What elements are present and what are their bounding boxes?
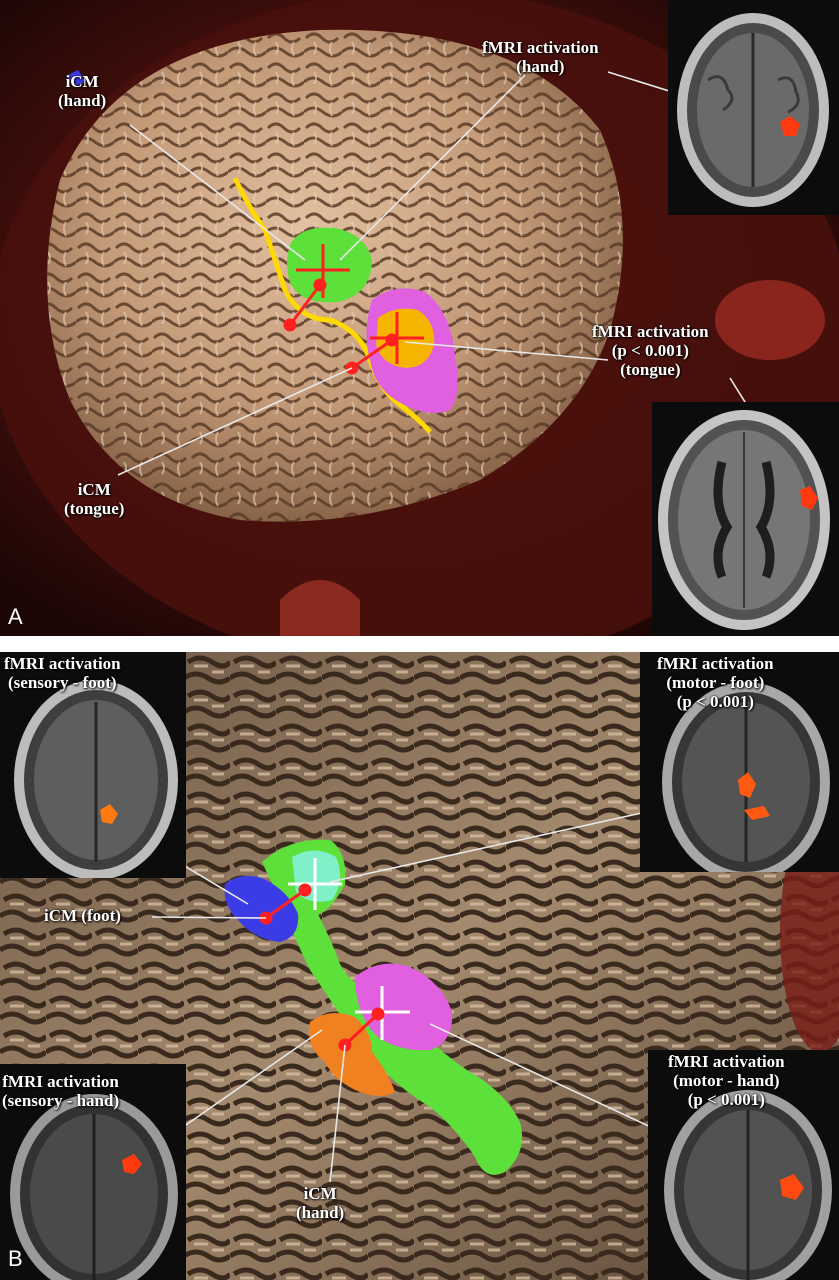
mri-inset-sensory-hand [0, 1064, 186, 1280]
label-icm-hand: iCM (hand) [58, 72, 107, 110]
label-icm-tongue: iCM (tongue) [64, 480, 125, 518]
hand-activation-region [287, 227, 372, 303]
label-fmri-sensory-hand: fMRI activation (sensory - hand) [2, 1072, 120, 1110]
panel-a: iCM (hand) fMRI activation (hand) fMRI a… [0, 0, 839, 636]
mri-inset-motor-hand [648, 1050, 839, 1280]
motor-hand-region [355, 963, 453, 1051]
mri-hand-activation [780, 116, 800, 136]
mri-motor-hand-activation [780, 1174, 804, 1200]
label-icm-foot: iCM (foot) [44, 906, 121, 925]
icm-tongue-marker [345, 333, 399, 375]
sensory-hand-region [309, 1013, 395, 1096]
mri-sensory-foot-activation [100, 804, 118, 824]
panel-b: fMRI activation (sensory - foot) fMRI ac… [0, 652, 839, 1280]
icm-hand-marker [283, 278, 327, 332]
panel-a-letter: A [8, 604, 23, 629]
mri-motor-foot-activation [738, 772, 770, 820]
mri-inset-hand [668, 0, 839, 215]
scalp-glow [715, 280, 825, 360]
blue-spot [66, 70, 86, 86]
label-fmri-sensory-foot: fMRI activation (sensory - foot) [4, 654, 121, 692]
label-fmri-motor-hand: fMRI activation (motor - hand) (p < 0.00… [668, 1052, 785, 1109]
panel-b-letter: B [8, 1246, 23, 1271]
label-icm-hand-b: iCM (hand) [296, 1184, 345, 1222]
foot-crosshair [288, 858, 342, 910]
mri-sensory-hand-activation [122, 1154, 142, 1174]
icm-hand-marker-b [338, 1007, 385, 1052]
sensory-foot-region [224, 876, 299, 942]
mri-inset-motor-foot [640, 652, 839, 872]
label-fmri-motor-foot: fMRI activation (motor - foot) (p < 0.00… [657, 654, 774, 711]
ear [280, 580, 360, 636]
mri-inset-sensory-foot [0, 652, 186, 878]
label-fmri-hand: fMRI activation (hand) [482, 38, 599, 76]
mri-inset-tongue [652, 402, 839, 636]
label-fmri-tongue: fMRI activation (p < 0.001) (tongue) [592, 322, 709, 379]
mri-tongue-activation [800, 486, 818, 510]
